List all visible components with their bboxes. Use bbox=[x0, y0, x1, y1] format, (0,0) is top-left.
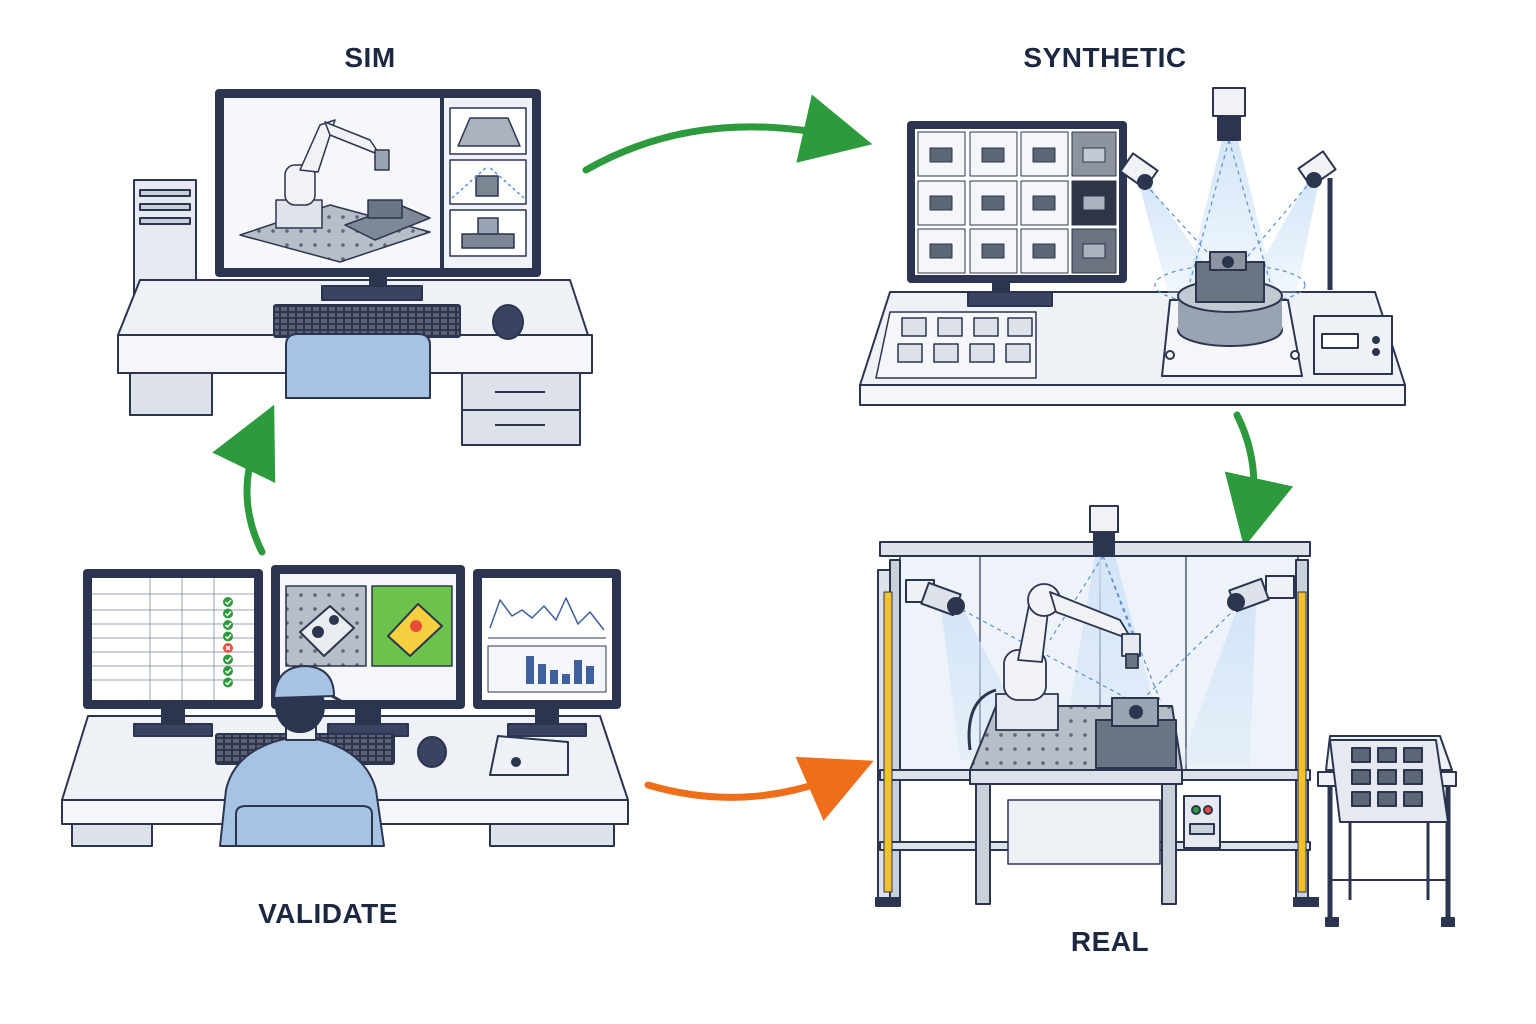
validate-mouse bbox=[417, 736, 447, 768]
sim-workstation bbox=[117, 89, 593, 446]
turntable bbox=[1161, 251, 1303, 377]
sim-mouse bbox=[492, 304, 524, 340]
sim-keyboard bbox=[273, 304, 461, 338]
check-pass-icon bbox=[223, 631, 233, 642]
controller-unit bbox=[1313, 315, 1393, 375]
check-fail-icon bbox=[223, 643, 233, 653]
sim-robot-render bbox=[239, 119, 431, 263]
arrow-validate-to-sim bbox=[212, 404, 276, 556]
real-right-camera-icon bbox=[1227, 575, 1295, 613]
check-pass-icon bbox=[223, 666, 233, 676]
cell-control-panel bbox=[1183, 795, 1221, 849]
synthetic-image-grid bbox=[917, 131, 1117, 274]
stage-label-synthetic: SYNTHETIC bbox=[1023, 42, 1187, 73]
real-top-camera-icon bbox=[1089, 505, 1119, 557]
top-camera-icon bbox=[1212, 87, 1246, 141]
stage-label-real: REAL bbox=[1070, 926, 1150, 957]
arrow-sim-to-synthetic bbox=[582, 94, 873, 174]
parts-tray bbox=[875, 311, 1037, 379]
real-left-camera-icon bbox=[905, 579, 965, 617]
check-pass-icon bbox=[223, 597, 233, 607]
validate-station bbox=[61, 565, 629, 847]
check-pass-icon bbox=[223, 620, 233, 630]
check-pass-icon bbox=[223, 677, 233, 688]
stage-label-sim: SIM bbox=[344, 42, 396, 73]
analytics-monitor bbox=[473, 569, 621, 737]
results-table-monitor bbox=[83, 569, 263, 737]
right-camera-icon bbox=[1297, 150, 1337, 290]
check-pass-icon bbox=[223, 654, 233, 665]
validation-check-column bbox=[223, 597, 233, 688]
stage-label-validate: VALIDATE bbox=[258, 898, 398, 929]
real-fixture bbox=[1095, 697, 1177, 769]
parts-cart bbox=[1317, 735, 1457, 927]
real-robot-cell bbox=[875, 505, 1457, 927]
validate-mini-pc bbox=[489, 735, 569, 776]
left-camera-icon bbox=[1119, 152, 1159, 190]
synthetic-station bbox=[859, 87, 1406, 406]
real-robot-arm bbox=[967, 583, 1141, 751]
arrow-validate-to-real bbox=[644, 756, 874, 821]
sim-view-thumbnails bbox=[449, 107, 527, 257]
sim-chair bbox=[285, 333, 431, 399]
operator-chair bbox=[235, 805, 373, 847]
arrow-synthetic-to-real bbox=[1224, 411, 1294, 548]
flow-arrows bbox=[212, 94, 1294, 821]
check-pass-icon bbox=[223, 608, 233, 619]
